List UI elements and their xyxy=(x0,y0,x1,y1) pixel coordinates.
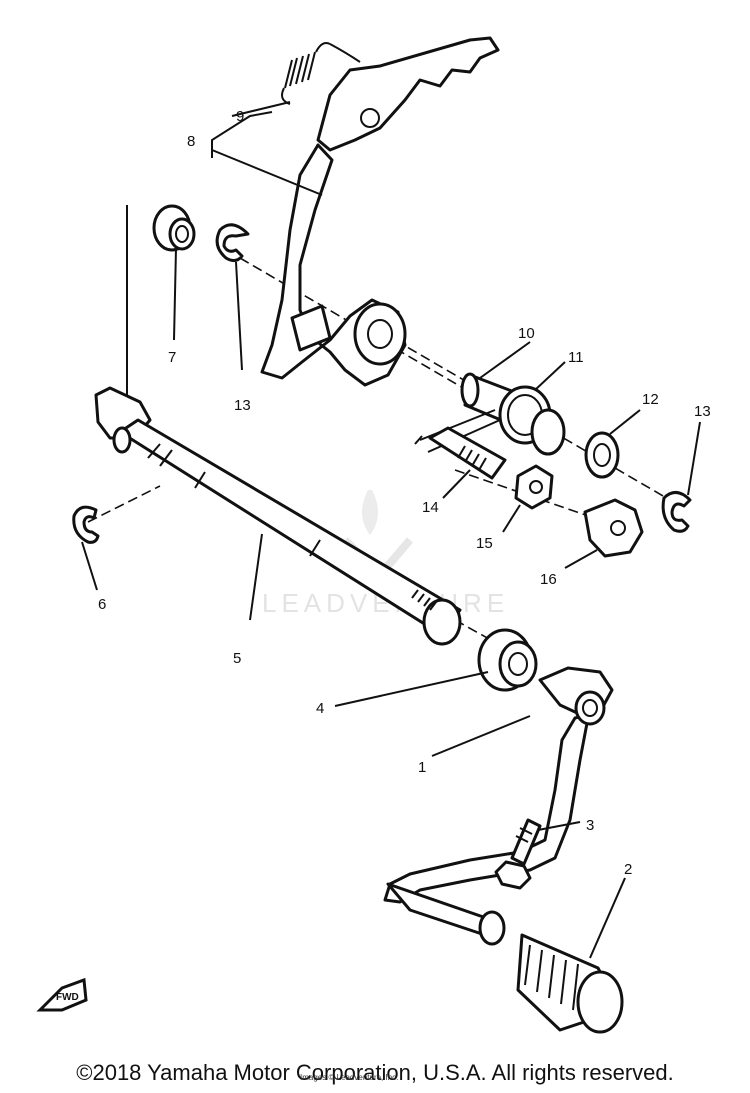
callout-13b: 13 xyxy=(694,403,711,420)
leader-lines xyxy=(81,101,701,959)
copyright-notice: ©2018 Yamaha Motor Corporation, U.S.A. A… xyxy=(76,1060,674,1085)
callout-15: 15 xyxy=(476,535,493,552)
callout-numbers: 8 9 7 13 10 11 12 13 14 15 16 6 5 4 1 3 … xyxy=(98,108,711,878)
callout-12: 12 xyxy=(642,391,659,408)
part-5-shift-shaft xyxy=(94,386,462,646)
part-1-shift-pedal xyxy=(383,666,614,946)
part-2-pedal-rubber xyxy=(516,933,624,1034)
callout-5: 5 xyxy=(233,650,241,667)
front-marker: FWD xyxy=(36,977,88,1012)
part-6-circlip xyxy=(72,505,100,544)
part-13a-circlip xyxy=(215,223,250,263)
callout-3: 3 xyxy=(586,817,594,834)
part-16-plate xyxy=(583,498,644,558)
callout-11: 11 xyxy=(568,349,584,366)
callout-14: 14 xyxy=(422,499,439,516)
callout-1: 1 xyxy=(418,759,426,776)
callout-10: 10 xyxy=(518,325,535,342)
callout-13a: 13 xyxy=(234,397,251,414)
part-11-return-spring xyxy=(414,385,566,456)
callout-16: 16 xyxy=(540,571,557,588)
callout-6: 6 xyxy=(98,596,106,613)
part-15-nut xyxy=(514,464,554,510)
callout-7: 7 xyxy=(168,349,176,366)
part-3-pinch-bolt xyxy=(494,818,542,890)
callout-2: 2 xyxy=(624,861,632,878)
callout-4: 4 xyxy=(316,700,324,717)
part-12-washer xyxy=(584,431,620,479)
overprint-notice: Images © Leadventure, Inc. xyxy=(300,1073,399,1082)
fwd-label: FWD xyxy=(56,992,79,1003)
part-4-oil-seal xyxy=(477,628,538,692)
callout-9: 9 xyxy=(236,108,244,125)
part-8-shift-arm xyxy=(260,36,500,387)
part-14-bolt xyxy=(428,426,507,480)
callout-8: 8 xyxy=(187,133,195,150)
part-7-collar xyxy=(152,204,196,252)
part-13b-circlip xyxy=(661,491,692,533)
